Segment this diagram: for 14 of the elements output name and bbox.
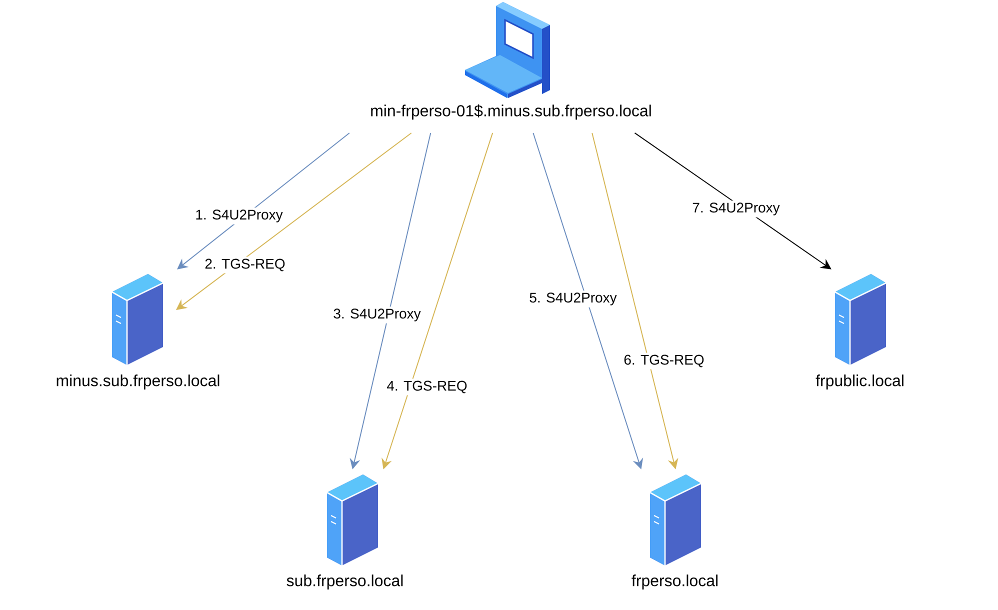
edge-label: 3. S4U2Proxy — [331, 306, 423, 324]
host-label: frperso.local — [632, 574, 718, 590]
host-label: frpublic.local — [816, 374, 904, 390]
arrow — [634, 132, 832, 270]
edge-label: 1. S4U2Proxy — [193, 208, 285, 224]
edge-label: 7. S4U2Proxy — [690, 200, 782, 218]
edge-label: 6. TGS-REQ — [622, 352, 706, 370]
edge-label: 2. TGS-REQ — [202, 256, 288, 274]
edge-label: 4. TGS-REQ — [384, 378, 470, 396]
host-label: min-frperso-01$.minus.sub.frperso.local — [371, 104, 651, 120]
host-label: sub.frperso.local — [286, 574, 403, 590]
arrow — [177, 132, 350, 270]
host-label: minus.sub.frperso.local — [56, 374, 220, 390]
edge-label: 5. S4U2Proxy — [527, 290, 619, 308]
